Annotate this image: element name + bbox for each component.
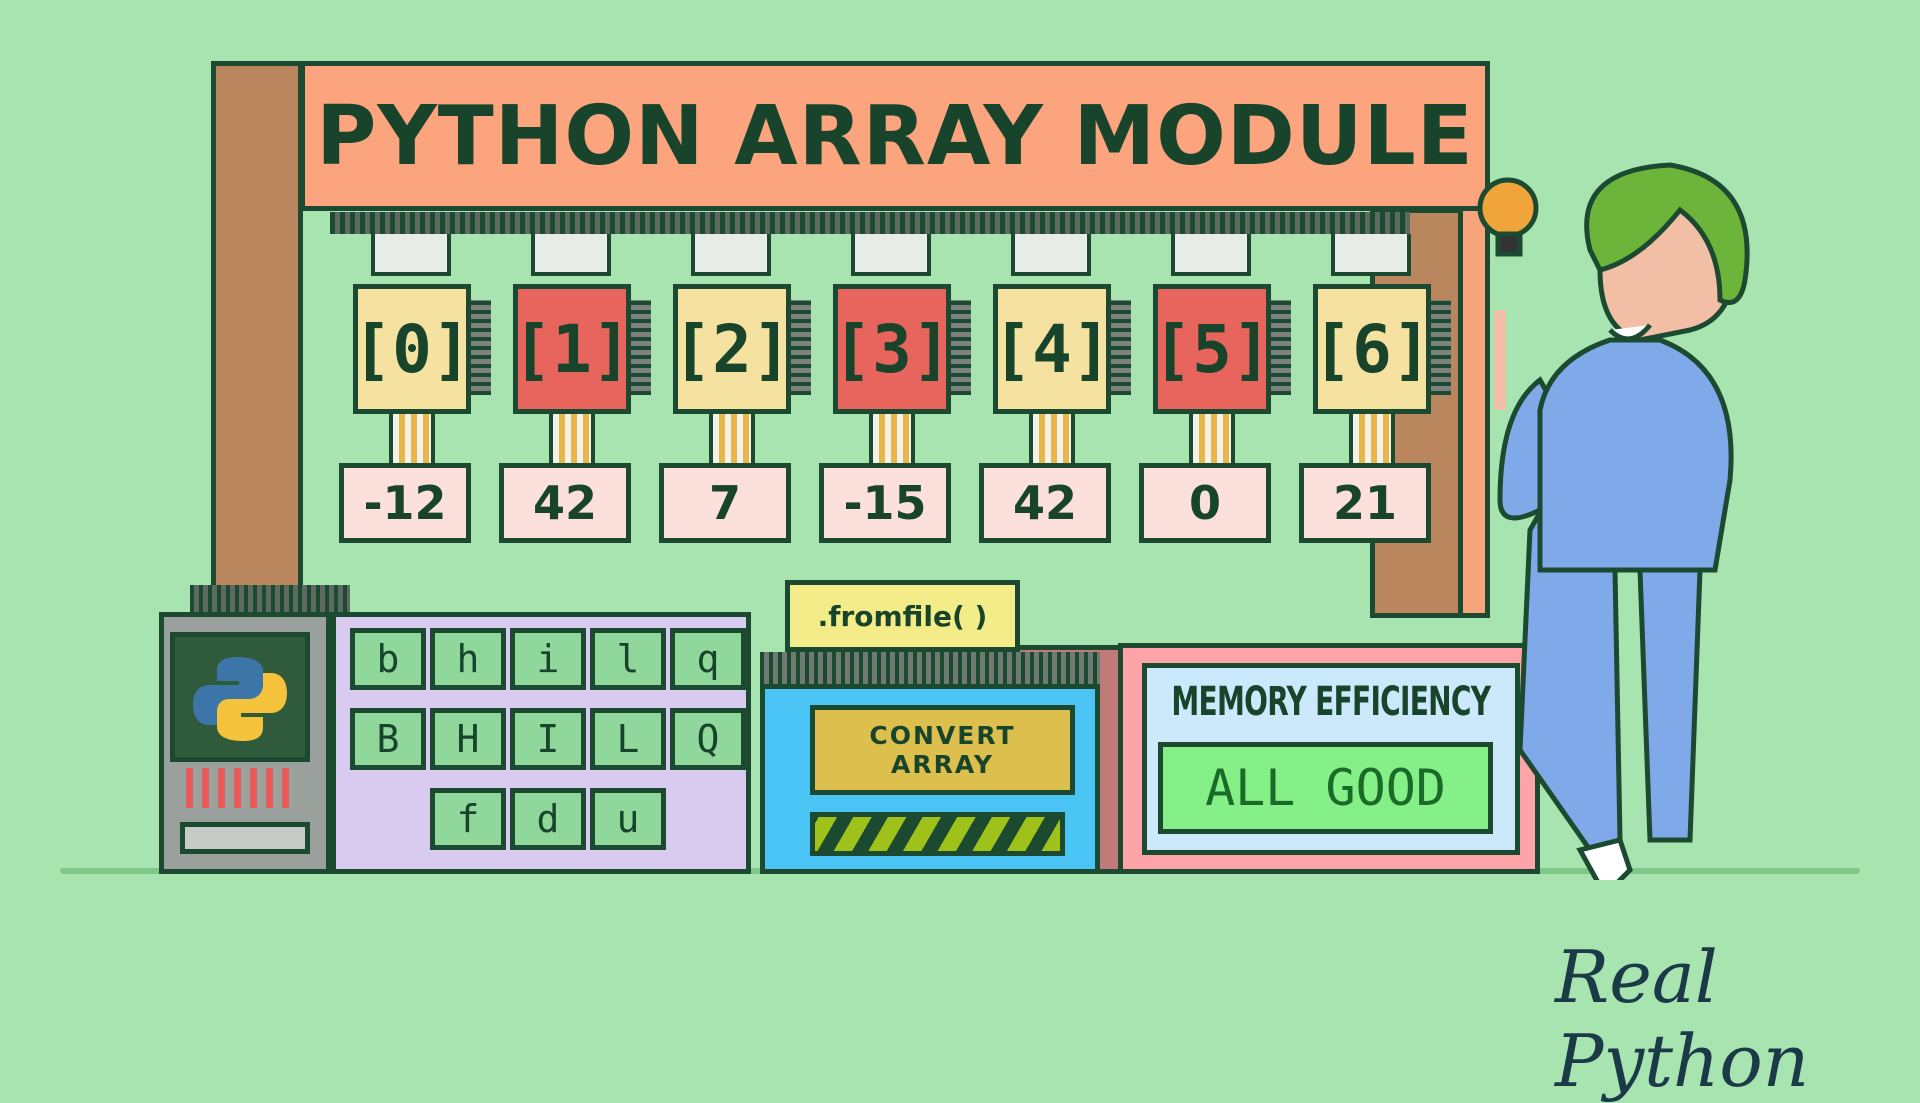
- lightbulb-icon: [1477, 177, 1539, 257]
- chip-vent: [190, 585, 350, 615]
- array-index: [4]: [992, 284, 1112, 414]
- python-chip: [170, 632, 310, 762]
- cable: [1029, 414, 1075, 464]
- converter-vent: [760, 652, 1100, 686]
- typecode-key[interactable]: f: [430, 788, 506, 850]
- typecode-key[interactable]: u: [590, 788, 666, 850]
- array-value: 42: [499, 463, 631, 543]
- index-grip: [1431, 300, 1451, 395]
- memory-title-box: MEMORY EFFICIENCY: [1142, 676, 1520, 728]
- index-grip: [791, 300, 811, 395]
- typecode-key[interactable]: q: [670, 628, 746, 690]
- frame-left-post: [211, 61, 303, 591]
- typecode-key[interactable]: b: [350, 628, 426, 690]
- convert-line2: ARRAY: [891, 750, 994, 779]
- index-hanger: [531, 234, 611, 276]
- girl-character: [1477, 162, 1750, 880]
- array-index: [1]: [512, 284, 632, 414]
- index-hanger: [371, 234, 451, 276]
- chip-slot: [180, 822, 310, 854]
- typecode-key[interactable]: B: [350, 708, 426, 770]
- real-python-logo: Real Python: [1555, 935, 1810, 1103]
- fromfile-text: .fromfile( ): [817, 599, 988, 633]
- index-hanger: [691, 234, 771, 276]
- cable: [1349, 414, 1395, 464]
- array-index: [3]: [832, 284, 952, 414]
- status-display: ALL GOOD: [1158, 742, 1493, 834]
- typecode-key[interactable]: Q: [670, 708, 746, 770]
- memory-title: MEMORY EFFICIENCY: [1171, 679, 1492, 725]
- convert-line1: CONVERT: [869, 721, 1016, 750]
- array-index: [5]: [1152, 284, 1272, 414]
- array-value: 42: [979, 463, 1111, 543]
- page-title: PYTHON ARRAY MODULE: [316, 88, 1474, 184]
- array-index: [2]: [672, 284, 792, 414]
- fromfile-label: .fromfile( ): [785, 580, 1020, 652]
- progress-stripes: [810, 812, 1065, 856]
- index-hanger: [1171, 234, 1251, 276]
- rail: [330, 212, 1410, 234]
- typecode-key[interactable]: H: [430, 708, 506, 770]
- index-grip: [631, 300, 651, 395]
- index-grip: [471, 300, 491, 395]
- cable: [389, 414, 435, 464]
- array-value: -12: [339, 463, 471, 543]
- index-hanger: [1011, 234, 1091, 276]
- index-grip: [1111, 300, 1131, 395]
- array-index: [0]: [352, 284, 472, 414]
- index-hanger: [851, 234, 931, 276]
- typecode-key[interactable]: l: [590, 628, 666, 690]
- cable: [1189, 414, 1235, 464]
- index-grip: [951, 300, 971, 395]
- convert-array-button[interactable]: CONVERT ARRAY: [810, 705, 1075, 795]
- array-index: [6]: [1312, 284, 1432, 414]
- typecode-key[interactable]: h: [430, 628, 506, 690]
- python-logo-icon: [193, 657, 287, 741]
- cable: [549, 414, 595, 464]
- cable: [869, 414, 915, 464]
- index-grip: [1271, 300, 1291, 395]
- index-hanger: [1331, 234, 1411, 276]
- typecode-key[interactable]: i: [510, 628, 586, 690]
- status-text: ALL GOOD: [1205, 759, 1446, 817]
- typecode-key[interactable]: d: [510, 788, 586, 850]
- title-banner: PYTHON ARRAY MODULE: [300, 61, 1490, 211]
- typecode-key[interactable]: I: [510, 708, 586, 770]
- array-value: 0: [1139, 463, 1271, 543]
- typecode-key[interactable]: L: [590, 708, 666, 770]
- array-value: 21: [1299, 463, 1431, 543]
- chip-pins: [186, 768, 296, 808]
- array-value: 7: [659, 463, 791, 543]
- array-value: -15: [819, 463, 951, 543]
- cable: [709, 414, 755, 464]
